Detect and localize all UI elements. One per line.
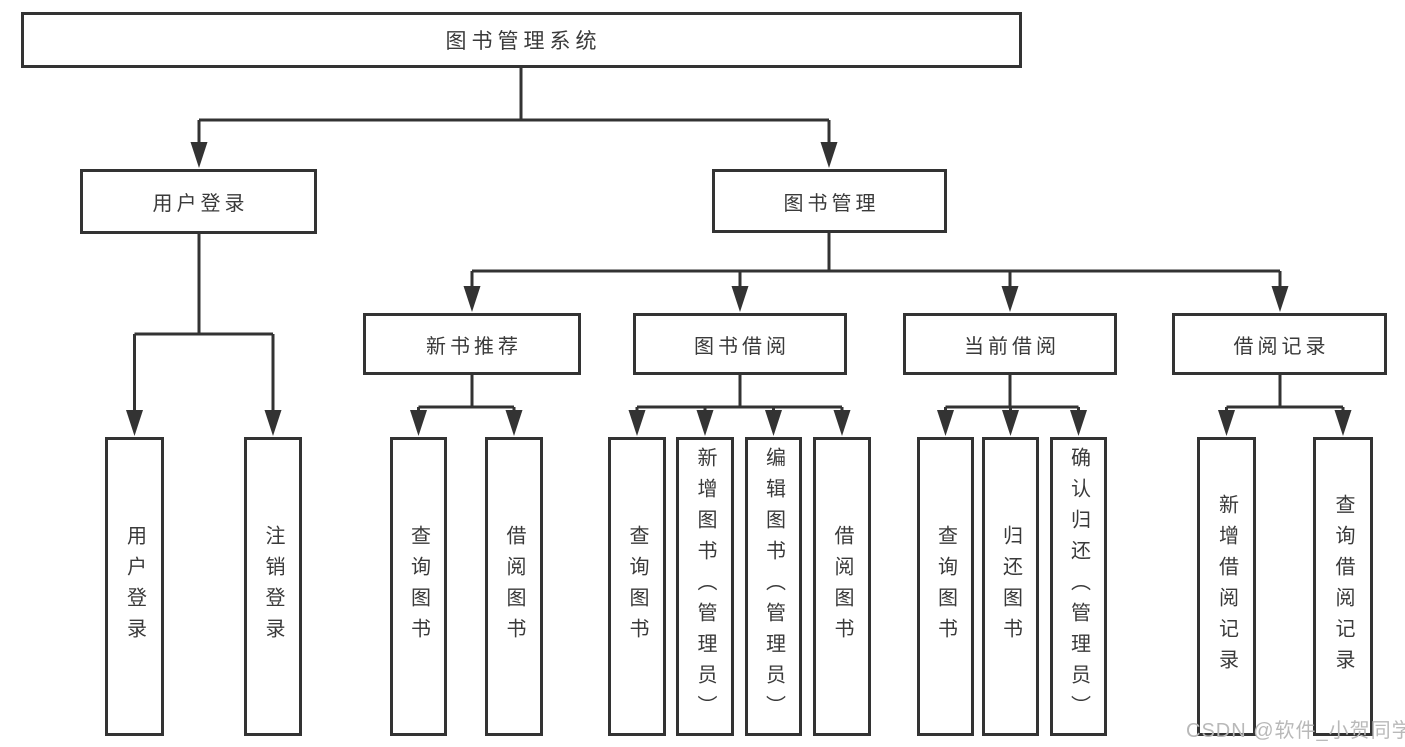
node-label: 用户登录 [123,524,146,649]
connector-current-borrow-to-leaves [937,375,1087,436]
arrowhead-icon [190,142,208,168]
connector-user-login-to-leaves [126,234,282,436]
arrowhead-icon [1218,410,1235,436]
connector-book-mgmt-to-level3 [463,233,1289,312]
arrowhead-icon [1002,410,1019,436]
node-label: 用户登录 [152,193,249,215]
node-label: 图书管理系统 [445,30,602,53]
arrowhead-icon [696,410,714,436]
node-label: 借阅记录 [1233,335,1330,358]
leaf-return-books: 归还图书 [982,437,1039,736]
node-current-borrowing: 当前借阅 [903,313,1117,375]
arrowhead-icon [410,410,427,436]
node-label: 查询图书 [934,524,957,649]
arrowhead-icon [1001,286,1019,312]
node-user-login: 用户登录 [80,169,317,234]
node-label: 图书管理 [783,192,880,215]
connector-book-borrow-to-leaves [628,375,851,436]
leaf-add-books-admin: 新增图书（管理员） [676,437,734,736]
node-label: 新书推荐 [426,335,522,358]
arrowhead-icon [1070,410,1087,436]
leaf-user-login: 用户登录 [105,437,164,736]
node-label: 归还图书 [999,524,1022,649]
leaf-confirm-return-admin: 确认归还（管理员） [1050,437,1107,736]
csdn-watermark: CSDN @软件_小贺同学 [1186,720,1405,742]
leaf-edit-books-admin: 编辑图书（管理员） [745,437,802,736]
node-label: 查询借阅记录 [1332,493,1354,680]
node-book-management: 图书管理 [712,169,947,233]
node-label: 注销登录 [262,524,284,649]
node-label: 借阅图书 [831,524,853,649]
arrowhead-icon [264,410,282,436]
leaf-query-books-recommend: 查询图书 [390,437,447,736]
connector-new-book-to-leaves [410,375,523,436]
node-label: 新增图书（管理员） [694,447,716,726]
node-borrowing-records: 借阅记录 [1172,313,1387,375]
arrowhead-icon [1271,286,1289,312]
arrowhead-icon [1334,410,1352,436]
leaf-query-borrow-record: 查询借阅记录 [1313,437,1373,736]
connector-borrow-records-to-leaves [1218,375,1352,436]
node-label: 编辑图书（管理员） [762,447,785,726]
node-root-library-system: 图书管理系统 [21,12,1022,68]
arrowhead-icon [765,410,782,436]
leaf-borrow-books: 借阅图书 [813,437,871,736]
node-label: 查询图书 [407,524,430,649]
arrowhead-icon [937,410,954,436]
arrowhead-icon [731,286,749,312]
leaf-logout: 注销登录 [244,437,302,736]
leaf-query-books-current: 查询图书 [917,437,974,736]
arrowhead-icon [833,410,851,436]
arrowhead-icon [463,286,481,312]
arrowhead-icon [628,410,646,436]
arrowhead-icon [820,142,838,168]
leaf-borrow-books-recommend: 借阅图书 [485,437,543,736]
node-label: 确认归还（管理员） [1067,447,1090,726]
node-label: 图书借阅 [694,335,790,358]
node-label: 借阅图书 [503,524,525,649]
connector-root-to-level2 [190,68,838,168]
leaf-query-books-borrow: 查询图书 [608,437,666,736]
node-book-borrowing: 图书借阅 [633,313,847,375]
leaf-add-borrow-record: 新增借阅记录 [1197,437,1256,736]
node-label: 查询图书 [626,524,648,649]
arrowhead-icon [126,410,143,436]
node-label: 新增借阅记录 [1215,493,1238,680]
node-label: 当前借阅 [964,335,1060,358]
node-new-book-recommendation: 新书推荐 [363,313,581,375]
arrowhead-icon [505,410,523,436]
